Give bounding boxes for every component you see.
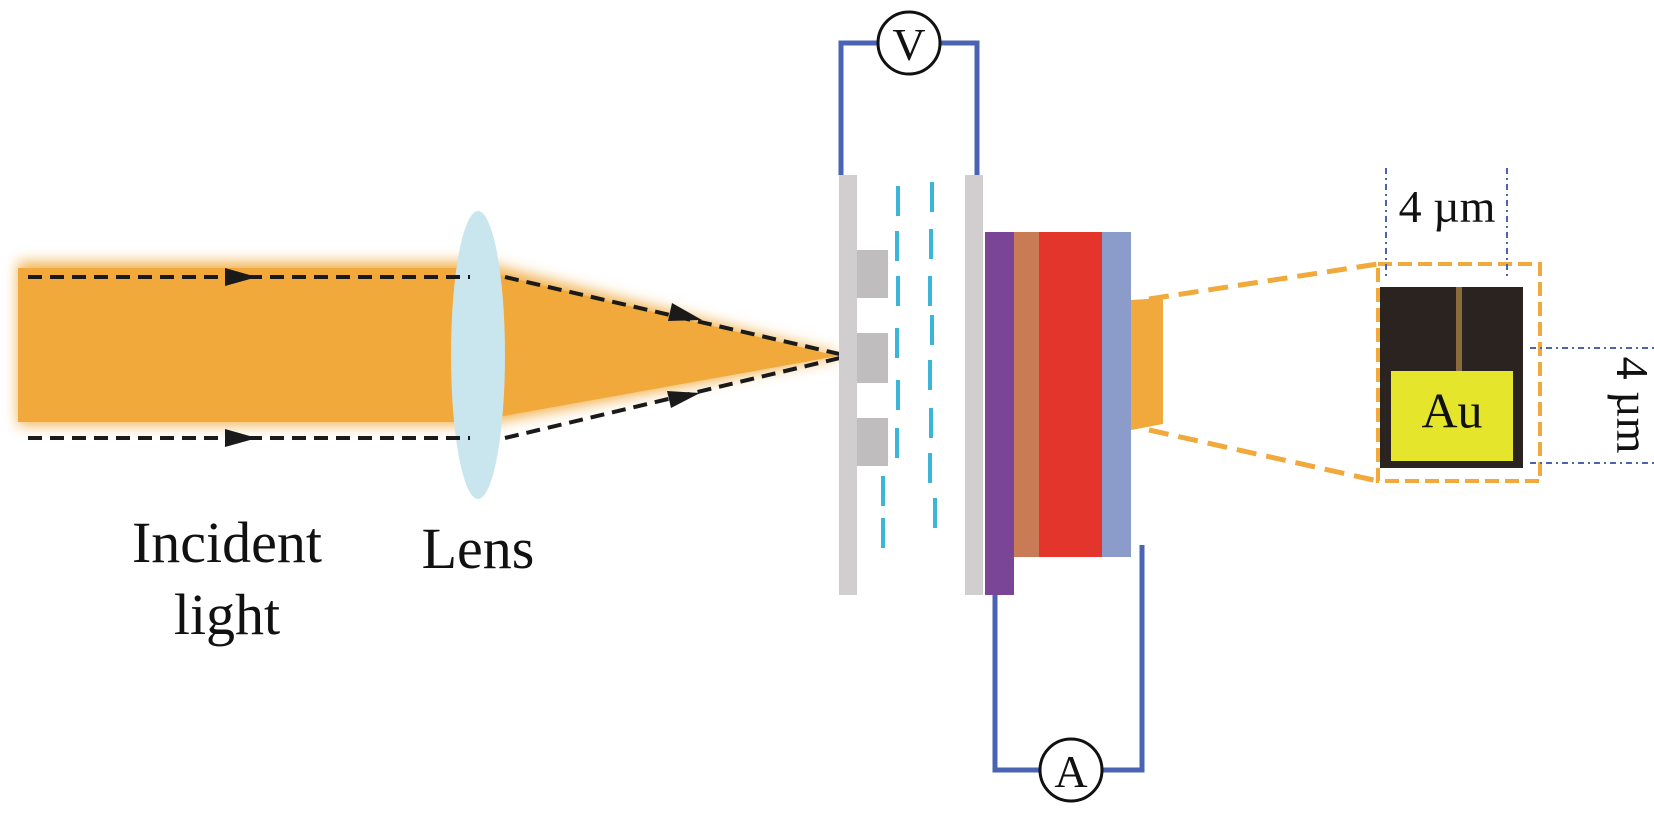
zoom-outline (1376, 262, 1542, 483)
exit-beam (1131, 298, 1163, 430)
width-dimension-label: 4 µm (1399, 181, 1496, 232)
voltmeter (876, 10, 942, 76)
layer-red (1039, 232, 1102, 557)
voltmeter-circuit: V (838, 10, 980, 180)
lens (451, 211, 505, 499)
voltmeter-label: V (892, 19, 925, 70)
lens-label: Lens (422, 516, 535, 581)
right-plate (965, 175, 983, 595)
grid-pillars (857, 250, 888, 466)
ammeter-circuit: A (992, 545, 1145, 803)
ammeter-label: A (1054, 746, 1087, 797)
zoom-lines (1148, 261, 1379, 484)
incident-light-label-line1: Incident (132, 510, 322, 575)
height-dimension-label: 4 µm (1607, 357, 1654, 454)
gold-label: Au (1421, 382, 1482, 438)
left-plate (839, 175, 857, 595)
ammeter (1038, 737, 1104, 803)
layer-copper (1014, 232, 1039, 557)
layer-purple (985, 232, 1014, 595)
detector-stack (985, 232, 1131, 595)
gold-pad (1391, 371, 1513, 461)
incident-beam (18, 262, 845, 425)
dimension-guides (1385, 168, 1654, 464)
arrow-right-icon (225, 268, 702, 447)
incident-light-label-line2: light (174, 582, 280, 647)
contact-strip (1456, 287, 1462, 372)
layer-blue (1102, 232, 1131, 557)
emission-dashes (881, 182, 937, 548)
